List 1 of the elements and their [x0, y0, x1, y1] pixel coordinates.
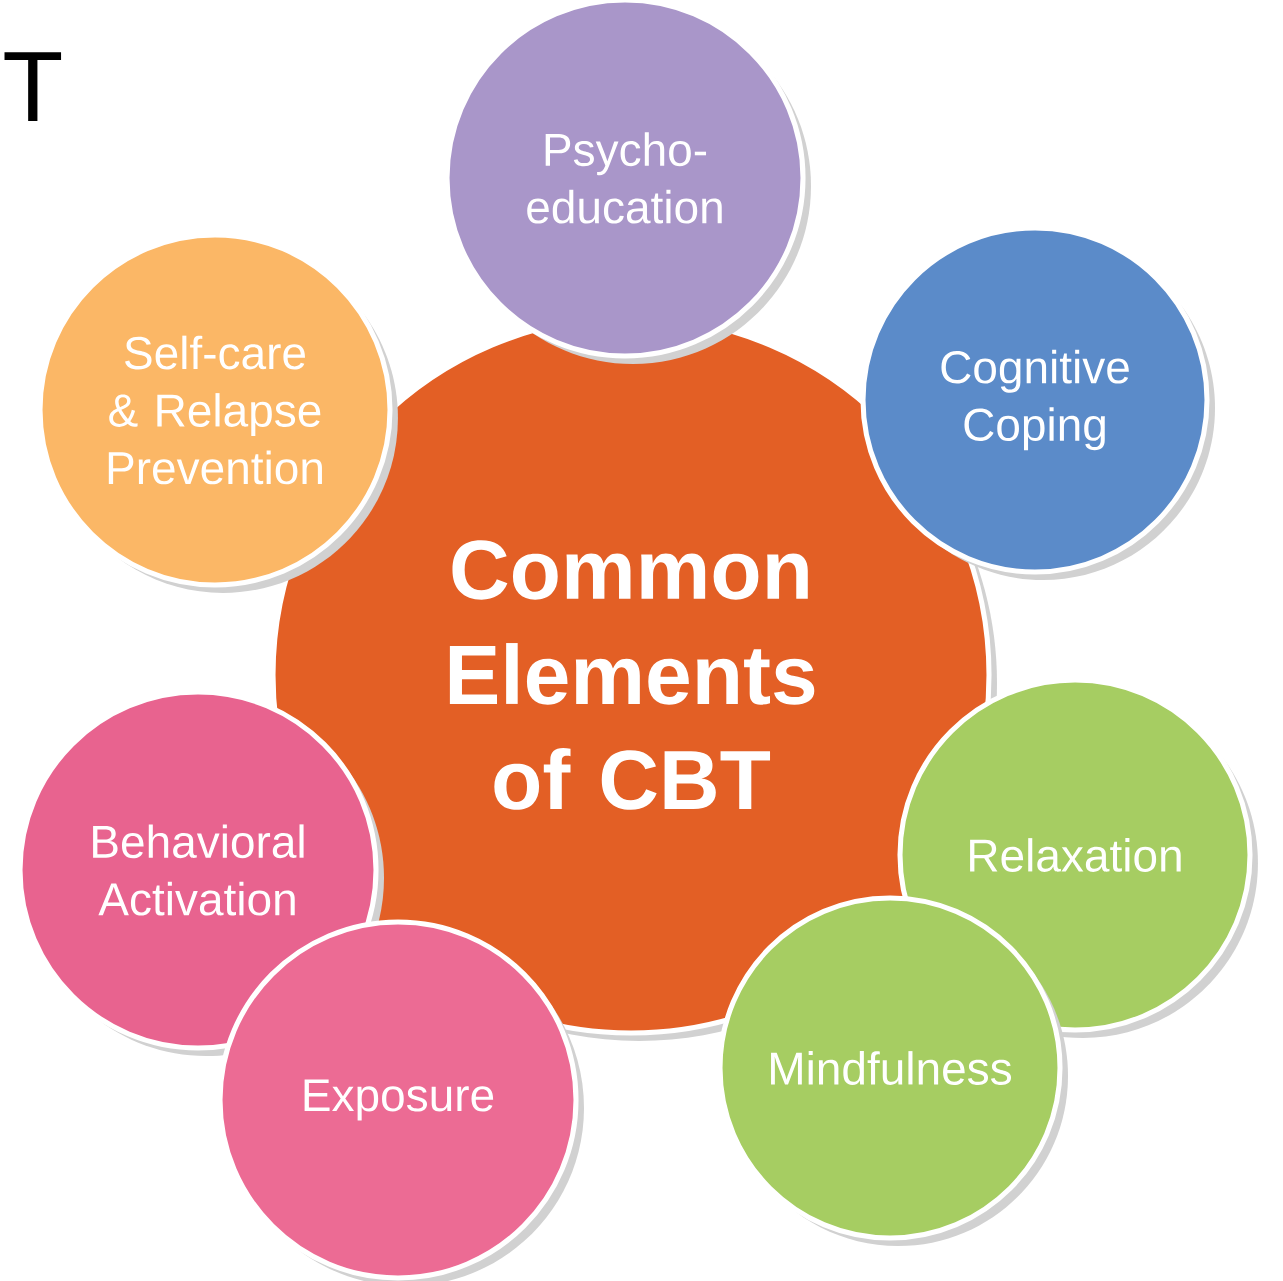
heading-fragment: T	[4, 52, 62, 122]
